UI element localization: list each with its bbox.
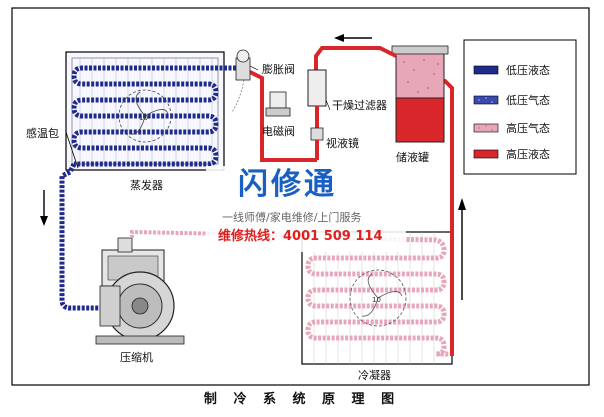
expansion-valve: [231, 49, 251, 113]
legend-text-high-liquid: 高压液态: [506, 148, 550, 161]
label-solenoid-valve: 电磁阀: [262, 125, 295, 138]
sensing-bulb-leader: [65, 131, 79, 169]
label-expansion-valve: 膨胀阀: [262, 63, 295, 76]
diagram-caption: 制 冷 系 统 原 理 图: [203, 392, 401, 407]
label-sight-glass: 视液镜: [326, 137, 359, 150]
legend-text-low-liquid: 低压液态: [506, 64, 550, 77]
legend-text-high-gas: 高压气态: [506, 122, 550, 135]
receiver: [391, 45, 449, 143]
legend-text-low-gas: 低压气态: [506, 94, 550, 107]
legend-swatch-low-liquid: [473, 65, 499, 75]
label-drier-filter: 干燥过滤器: [332, 99, 387, 112]
liquid-line: [245, 68, 317, 162]
watermark-background: [206, 166, 406, 252]
sight-glass: [310, 116, 324, 160]
legend-swatch-low-gas: [473, 95, 499, 105]
liquid-return-line: [442, 78, 454, 356]
condenser: 10: [301, 231, 453, 365]
flow-arrow-left: [40, 190, 48, 226]
watermark-title: 闪修通: [238, 167, 337, 202]
watermark-hotline: 维修热线：4001 509 114: [218, 229, 383, 244]
svg-text:10: 10: [372, 296, 381, 304]
label-compressor: 压缩机: [120, 351, 153, 364]
legend-swatch-high-gas: [473, 123, 499, 133]
compressor: [95, 237, 185, 345]
label-sensing-bulb: 感温包: [26, 127, 59, 140]
evaporator: 10: [65, 51, 236, 171]
svg-text:10: 10: [139, 114, 148, 122]
solenoid-valve: [265, 91, 291, 117]
label-condenser: 冷凝器: [358, 369, 391, 382]
label-evaporator: 蒸发器: [130, 179, 163, 192]
label-receiver: 储液罐: [396, 151, 429, 164]
discharge-line: [130, 229, 331, 238]
drier-filter: [307, 69, 327, 116]
legend-swatch-high-liquid: [473, 149, 499, 159]
receiver-outlet-line: [314, 46, 397, 70]
flow-arrow-top: [334, 34, 372, 42]
outer-frame: [11, 7, 590, 386]
flow-arrow-right: [458, 198, 466, 300]
watermark-subtitle: 一线师傅/家电维修/上门服务: [222, 211, 362, 224]
legend: [463, 39, 577, 175]
suction-line: [59, 162, 104, 311]
